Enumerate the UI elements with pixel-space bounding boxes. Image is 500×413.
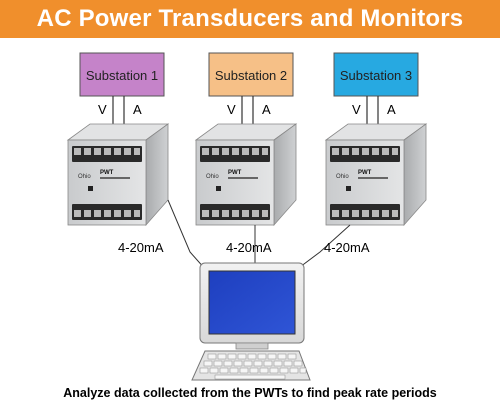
current-label-1: A — [133, 102, 142, 117]
model-label-1: PWT — [100, 170, 114, 176]
top-terminal-block-3 — [330, 146, 400, 162]
top-terminal-block-2 — [200, 146, 270, 162]
bottom-terminal-block-2 — [200, 204, 270, 220]
caption: Analyze data collected from the PWTs to … — [63, 386, 437, 400]
model-label-3: PWT — [358, 170, 372, 176]
keyboard-keys — [199, 353, 307, 380]
voltage-label-1: V — [98, 102, 107, 117]
brand-label-2: Ohio — [206, 174, 219, 180]
voltage-label-3: V — [352, 102, 361, 117]
signal-label-3: 4-20mA — [324, 240, 370, 255]
brand-label-1: Ohio — [78, 174, 91, 180]
substation-group-3: Substation 3 V A — [333, 52, 419, 130]
substation-label-2: Substation 2 — [215, 68, 287, 83]
substation-group-2: Substation 2 V A — [208, 52, 294, 130]
substation-box-1 — [79, 52, 165, 97]
signal-label-1: 4-20mA — [118, 240, 164, 255]
brand-label-3: Ohio — [336, 174, 349, 180]
power-transducer-3: Ohio PWT — [324, 123, 428, 227]
current-label-2: A — [262, 102, 271, 117]
computer — [191, 262, 311, 381]
model-label-2: PWT — [228, 170, 242, 176]
power-transducer-2: Ohio PWT — [194, 123, 298, 227]
title-banner: AC Power Transducers and Monitors — [0, 0, 500, 38]
monitor-screen — [208, 270, 296, 335]
current-label-3: A — [387, 102, 396, 117]
monitor-stand — [235, 342, 269, 350]
system-diagram: Substation 1 V A Substation 2 V A Substa… — [66, 52, 428, 381]
signal-label-2: 4-20mA — [226, 240, 272, 255]
signal-line-1 — [167, 199, 207, 271]
voltage-label-2: V — [227, 102, 236, 117]
bottom-terminal-block-1 — [72, 204, 142, 220]
top-terminal-block-1 — [72, 146, 142, 162]
substation-box-3 — [333, 52, 419, 97]
substation-box-2 — [208, 52, 294, 97]
signal-line-3 — [295, 224, 351, 271]
bottom-terminal-block-3 — [330, 204, 400, 220]
substation-label-3: Substation 3 — [340, 68, 412, 83]
substation-label-1: Substation 1 — [86, 68, 158, 83]
substation-group-1: Substation 1 V A — [79, 52, 165, 130]
power-transducer-1: Ohio PWT — [66, 123, 170, 227]
